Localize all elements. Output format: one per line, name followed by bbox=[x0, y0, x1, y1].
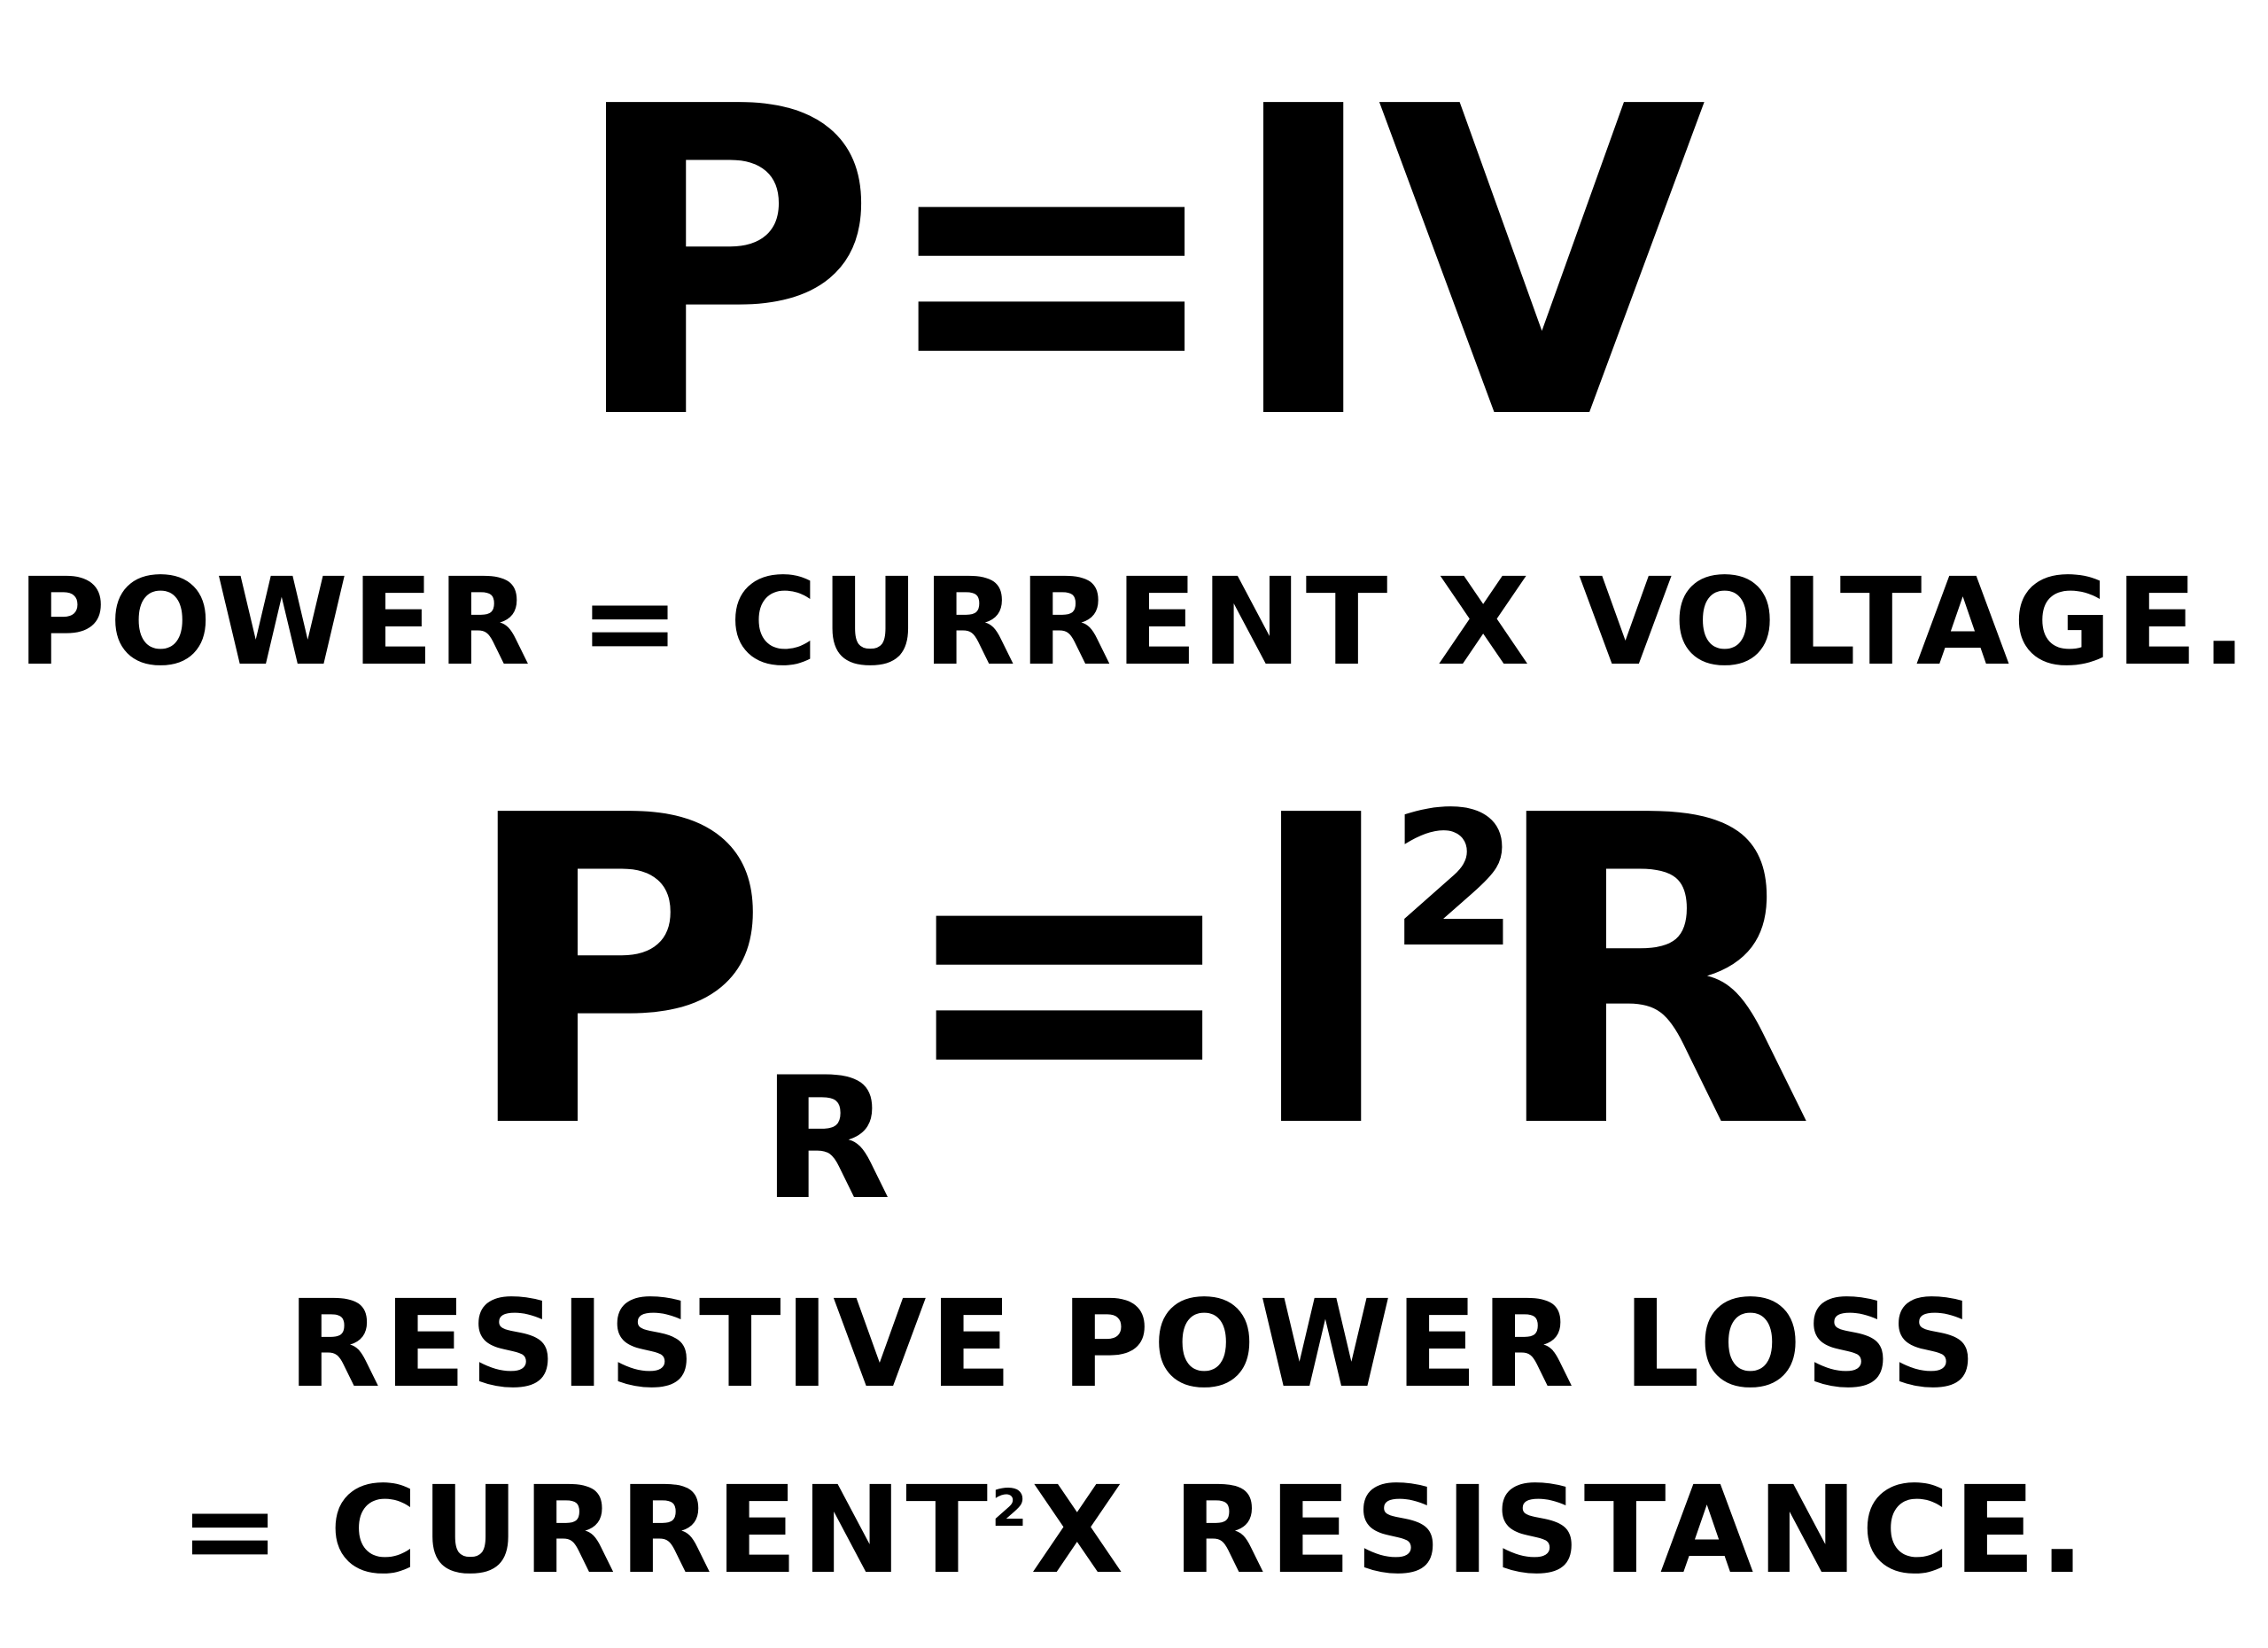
formula-equals-sign: = bbox=[873, 18, 1230, 513]
formula-subscript-resistive: R bbox=[761, 1040, 890, 1237]
caption-current-text: = CURRENT bbox=[179, 1461, 992, 1601]
formula-power-symbol: P bbox=[458, 727, 771, 1222]
formula-current-symbol: I bbox=[1241, 727, 1401, 1222]
resistive-power-formula: PR=I2R bbox=[0, 762, 2268, 1224]
formula-resistance-symbol: R bbox=[1487, 727, 1815, 1222]
power-caption: POWER = CURRENT X VOLTAGE. bbox=[17, 553, 2251, 693]
formula-power-symbol: P bbox=[566, 18, 879, 513]
power-formula: P=IV bbox=[0, 53, 2268, 478]
formula-exponent: 2 bbox=[1389, 771, 1519, 989]
formula-current-voltage: IV bbox=[1223, 18, 1706, 513]
resistive-caption-line1: RESISTIVE POWER LOSS bbox=[287, 1275, 1981, 1415]
resistive-caption-line2: = CURRENT2X RESISTANCE. bbox=[0, 1471, 2268, 1591]
caption-resistance-text: X RESISTANCE. bbox=[1030, 1461, 2089, 1601]
caption-exponent: 2 bbox=[991, 1477, 1031, 1538]
formula-equals-sign: = bbox=[890, 727, 1247, 1222]
